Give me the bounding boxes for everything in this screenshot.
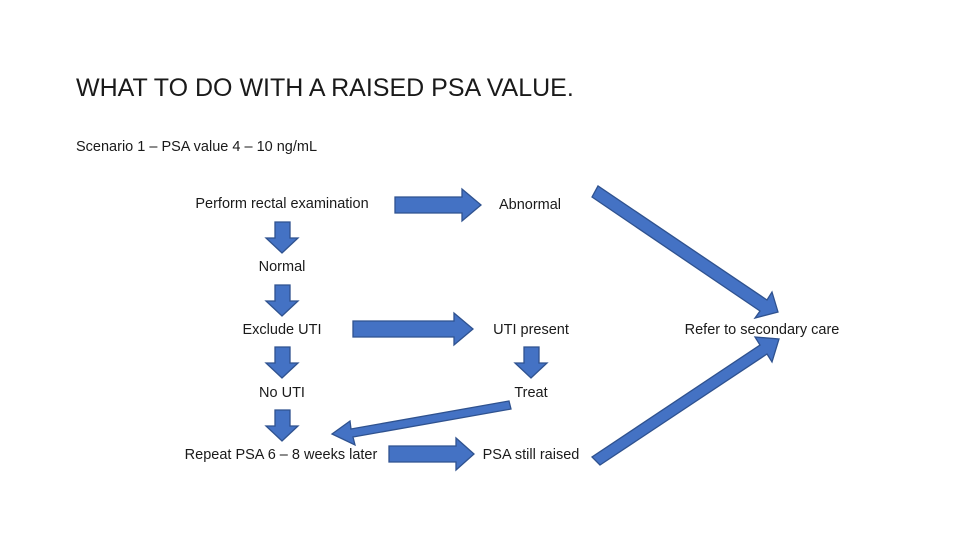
arrow-abnormal-to-refer bbox=[591, 185, 779, 320]
arrow-psa-raised-to-refer bbox=[590, 336, 780, 466]
node-exclude-uti: Exclude UTI bbox=[242, 322, 322, 338]
node-uti-present: UTI present bbox=[493, 322, 569, 338]
node-normal: Normal bbox=[258, 259, 306, 275]
arrow-uti-present-to-treat bbox=[513, 346, 549, 379]
arrow-exclude-to-no-uti bbox=[264, 346, 300, 379]
slide-title: WHAT TO DO WITH A RAISED PSA VALUE. bbox=[76, 74, 574, 102]
node-psa-still-raised: PSA still raised bbox=[482, 447, 580, 463]
node-repeat-psa: Repeat PSA 6 – 8 weeks later bbox=[184, 447, 378, 463]
arrow-exam-to-abnormal bbox=[394, 187, 483, 223]
scenario-subtitle: Scenario 1 – PSA value 4 – 10 ng/mL bbox=[76, 139, 318, 155]
node-perform-rectal-exam: Perform rectal examination bbox=[195, 196, 369, 212]
node-treat: Treat bbox=[514, 385, 548, 401]
arrow-exclude-to-uti-present bbox=[352, 311, 475, 347]
arrow-normal-to-exclude bbox=[264, 284, 300, 317]
arrow-repeat-to-psa-raised bbox=[388, 436, 475, 472]
arrow-exam-to-normal bbox=[264, 221, 300, 254]
node-no-uti: No UTI bbox=[259, 385, 305, 401]
node-refer-secondary-care: Refer to secondary care bbox=[684, 322, 840, 338]
node-abnormal: Abnormal bbox=[498, 197, 562, 213]
arrow-treat-to-repeat bbox=[330, 400, 512, 447]
arrow-no-uti-to-repeat bbox=[264, 409, 300, 442]
